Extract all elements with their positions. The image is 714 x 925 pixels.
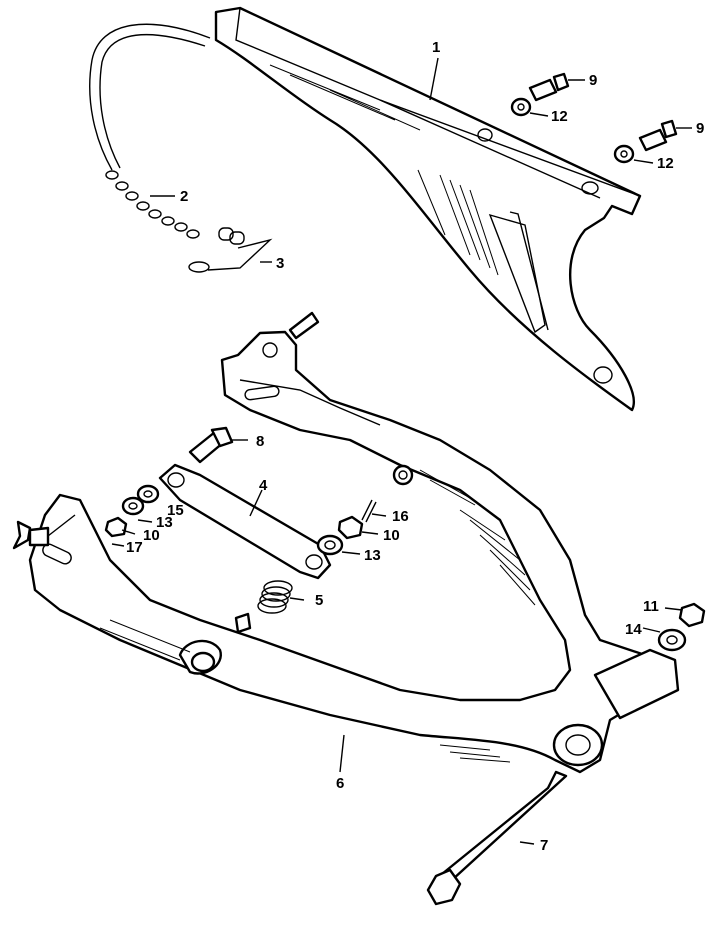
callout-1: 1 bbox=[432, 39, 440, 56]
chain-case bbox=[214, 6, 642, 412]
swing-arm bbox=[28, 311, 680, 774]
nut-11 bbox=[664, 602, 706, 628]
drive-chain bbox=[89, 23, 211, 239]
wing-nut bbox=[12, 514, 125, 550]
leader-1 bbox=[429, 57, 439, 101]
bolt-9-lower bbox=[638, 119, 692, 152]
chain-links bbox=[105, 170, 200, 239]
nut-10-left bbox=[104, 516, 136, 538]
nut-10-right bbox=[337, 515, 379, 540]
callout-13-right: 13 bbox=[364, 547, 381, 564]
callout-13-left: 13 bbox=[156, 514, 173, 531]
spring bbox=[257, 580, 305, 614]
callout-6: 6 bbox=[336, 775, 344, 792]
callout-9-lower: 9 bbox=[696, 120, 704, 137]
callout-8: 8 bbox=[256, 433, 264, 450]
callout-2: 2 bbox=[180, 188, 188, 205]
cotter-pin-16 bbox=[361, 499, 387, 523]
callout-15: 15 bbox=[167, 502, 184, 519]
callout-12-upper: 12 bbox=[551, 108, 568, 125]
callout-7: 7 bbox=[540, 837, 548, 854]
callout-3: 3 bbox=[276, 255, 284, 272]
washer-12-upper bbox=[510, 97, 549, 117]
callout-17: 17 bbox=[126, 539, 143, 556]
pivot-bolt bbox=[426, 770, 568, 906]
callout-10-left: 10 bbox=[143, 527, 160, 544]
master-link bbox=[188, 227, 273, 273]
washer-12-lower bbox=[613, 144, 654, 164]
torque-link bbox=[158, 463, 332, 580]
callout-12-lower: 12 bbox=[657, 155, 674, 172]
washer-15 bbox=[136, 484, 160, 504]
callout-labels: 1 2 3 4 5 6 7 8 9 9 10 10 11 12 12 13 13… bbox=[126, 39, 704, 854]
callout-10-right: 10 bbox=[383, 527, 400, 544]
bolt-8 bbox=[188, 426, 248, 464]
callout-4: 4 bbox=[259, 477, 268, 494]
bolt-9-upper bbox=[528, 72, 585, 102]
washer-14 bbox=[642, 627, 687, 652]
callout-9-upper: 9 bbox=[589, 72, 597, 89]
washer-13-right bbox=[316, 534, 361, 556]
leader-6 bbox=[339, 734, 345, 773]
callout-14: 14 bbox=[625, 621, 642, 638]
callout-11: 11 bbox=[643, 598, 659, 615]
washer-13-left bbox=[121, 496, 153, 523]
callout-5: 5 bbox=[315, 592, 323, 609]
callout-16: 16 bbox=[392, 508, 409, 525]
